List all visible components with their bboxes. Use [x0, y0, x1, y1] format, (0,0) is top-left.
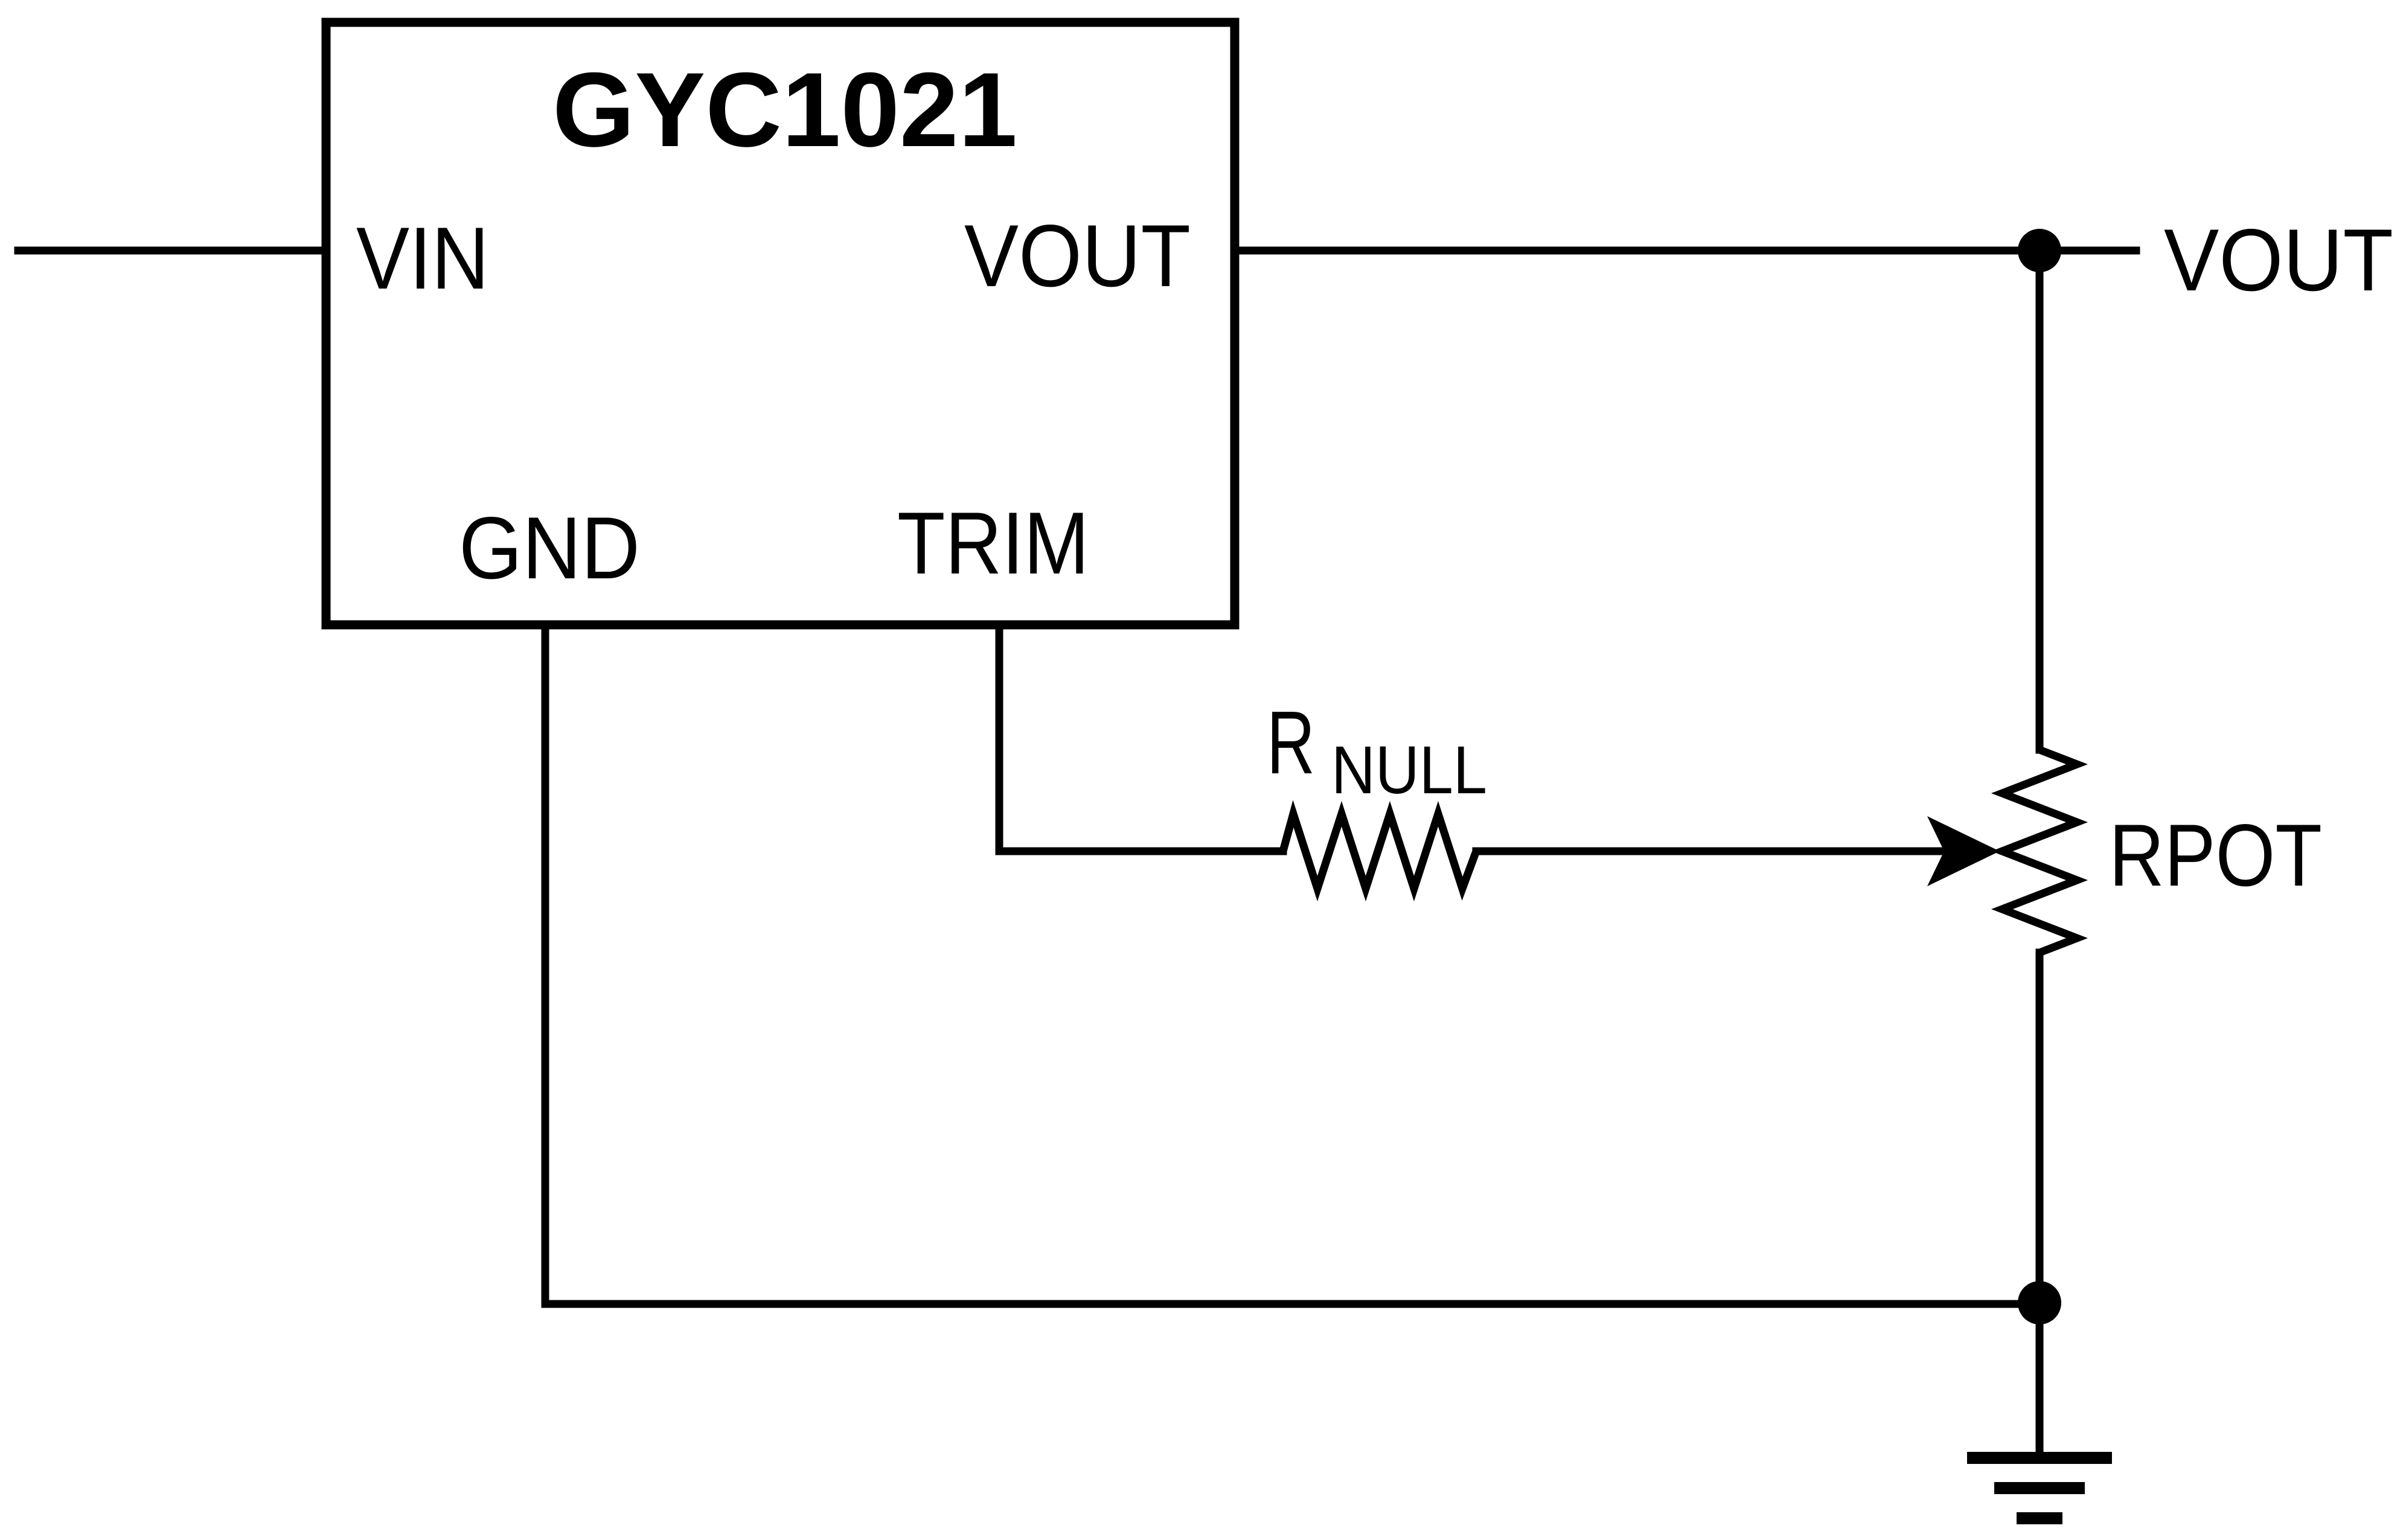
pin-label-vin: VIN	[356, 209, 489, 307]
ground-symbol-icon	[1967, 1452, 2112, 1524]
rnull-zigzag-symbol	[1279, 800, 1480, 902]
pin-label-trim: TRIM	[897, 494, 1089, 592]
component-label-rnull-subscript: NULL	[1331, 732, 1487, 808]
rpot-zigzag-symbol	[1991, 746, 2088, 957]
trim-wire	[995, 621, 1287, 855]
ic-box	[321, 18, 1240, 630]
net-label-vout: VOUT	[2164, 211, 2393, 309]
pin-label-vout: VOUT	[964, 206, 1191, 305]
pin-label-gnd: GND	[459, 499, 640, 597]
wiper-arrow-icon	[1927, 816, 2000, 886]
component-label-rpot: RPOT	[2109, 806, 2322, 904]
component-label-rnull-base: R	[1267, 693, 1315, 793]
gnd-wire	[541, 621, 2044, 1308]
ic-title: GYC1021	[552, 51, 1017, 169]
